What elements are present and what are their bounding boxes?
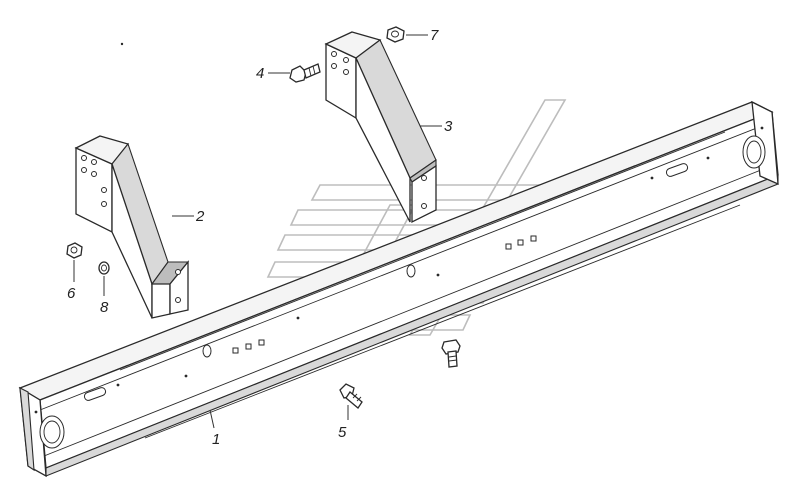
nut-part-6 — [66, 242, 83, 259]
leader-lines — [73, 34, 442, 429]
callout-2: 2 — [195, 208, 205, 225]
callout-7: 7 — [430, 27, 439, 44]
bolt-part-4 — [289, 63, 321, 83]
callout-5: 5 — [338, 424, 347, 441]
callout-6: 6 — [67, 285, 76, 302]
bracket-part-2 — [74, 135, 190, 319]
bolt-part-5-upright — [441, 339, 461, 368]
bracket-part-3 — [324, 31, 437, 224]
callout-3: 3 — [444, 118, 453, 135]
nut-part-7 — [386, 26, 405, 43]
speck-mark — [120, 42, 124, 46]
cross-member-part-1 — [18, 100, 779, 478]
callout-labels: 1 2 3 4 5 6 7 8 — [67, 27, 453, 448]
bolt-part-5 — [339, 383, 363, 409]
washer-part-8 — [98, 261, 110, 275]
callout-4: 4 — [256, 65, 264, 82]
callout-1: 1 — [212, 431, 220, 448]
callout-8: 8 — [100, 299, 109, 316]
